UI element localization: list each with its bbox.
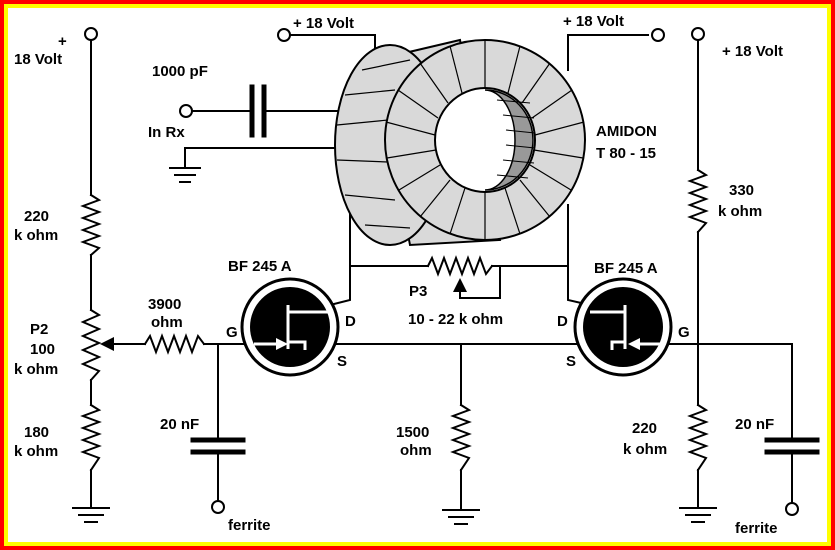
r180-value: 180: [24, 424, 49, 441]
fet-left-drain: D: [345, 313, 356, 330]
fet-left-gate: G: [226, 324, 238, 341]
p3-resistor: [426, 255, 494, 277]
resistor-330k: [687, 168, 709, 234]
resistor-220k-right: [687, 403, 709, 472]
input-label: In Rx: [148, 124, 185, 141]
fet-right-drain: D: [557, 313, 568, 330]
supply-left-label: 18 Volt: [14, 51, 62, 68]
r1500-unit: ohm: [400, 442, 432, 459]
ferrite-right-label: ferrite: [735, 520, 778, 537]
drain-left-wire: [328, 194, 351, 307]
p2-value: 100: [30, 341, 55, 358]
toroid-amidon: [334, 38, 586, 247]
resistor-1500: [450, 403, 472, 472]
potentiometer-p2-zigzag: [80, 308, 102, 382]
r330-unit: k ohm: [718, 203, 762, 220]
p2-unit: k ohm: [14, 361, 58, 378]
p3-range: 10 - 22 k ohm: [408, 311, 503, 328]
cap-input-label: 1000 pF: [152, 63, 208, 80]
r220-right-unit: k ohm: [623, 441, 667, 458]
supply-top-right-wire: [567, 34, 649, 71]
resistor-220k-left: [80, 193, 102, 257]
r220-right-value: 220: [632, 420, 657, 437]
p2-name: P2: [30, 321, 48, 338]
p3-wiper-wire: [459, 265, 501, 299]
fet-right-label: BF 245 A: [594, 260, 658, 277]
p2-wiper-arrow: [100, 337, 114, 351]
p3-name: P3: [409, 283, 427, 300]
fet-right: [573, 277, 673, 377]
fet-left-source: S: [337, 353, 347, 370]
ground-right-bias: [679, 507, 717, 523]
r3900-value: 3900: [148, 296, 181, 313]
terminal-ferrite-left: [211, 500, 225, 514]
supply-top-right-label: + 18 Volt: [563, 13, 624, 30]
terminal-supply-left: [84, 27, 98, 41]
fet-right-gate: G: [678, 324, 690, 341]
supply-top-left-label: + 18 Volt: [293, 15, 354, 32]
fet-right-source: S: [566, 353, 576, 370]
terminal-input: [179, 104, 193, 118]
r220-left-value: 220: [24, 208, 49, 225]
toroid-label-line1: AMIDON: [596, 123, 657, 140]
r330-value: 330: [729, 182, 754, 199]
toroid-label-line2: T 80 - 15: [596, 145, 656, 162]
cap-left-label: 20 nF: [160, 416, 199, 433]
supply-right-label: + 18 Volt: [722, 43, 783, 60]
ferrite-left-label: ferrite: [228, 517, 271, 534]
ground-input: [169, 167, 201, 183]
terminal-supply-top-right: [651, 28, 665, 42]
r3900-unit: ohm: [151, 314, 183, 331]
resistor-3900: [143, 333, 206, 355]
gate-right-wire: [659, 343, 793, 439]
plus-sign-left: +: [58, 33, 67, 50]
terminal-supply-top-left: [277, 28, 291, 42]
ground-1500: [442, 509, 480, 525]
r1500-value: 1500: [396, 424, 429, 441]
input-ground-wire: [184, 147, 346, 169]
r220-left-unit: k ohm: [14, 227, 58, 244]
fet-left-label: BF 245 A: [228, 258, 292, 275]
fet-left: [240, 277, 340, 377]
ground-left-bias: [72, 507, 110, 523]
terminal-supply-right: [691, 27, 705, 41]
resistor-180k: [80, 403, 102, 472]
terminal-ferrite-right: [785, 502, 799, 516]
p3-wiper-arrow: [453, 278, 467, 292]
cap-right-label: 20 nF: [735, 416, 774, 433]
r180-unit: k ohm: [14, 443, 58, 460]
